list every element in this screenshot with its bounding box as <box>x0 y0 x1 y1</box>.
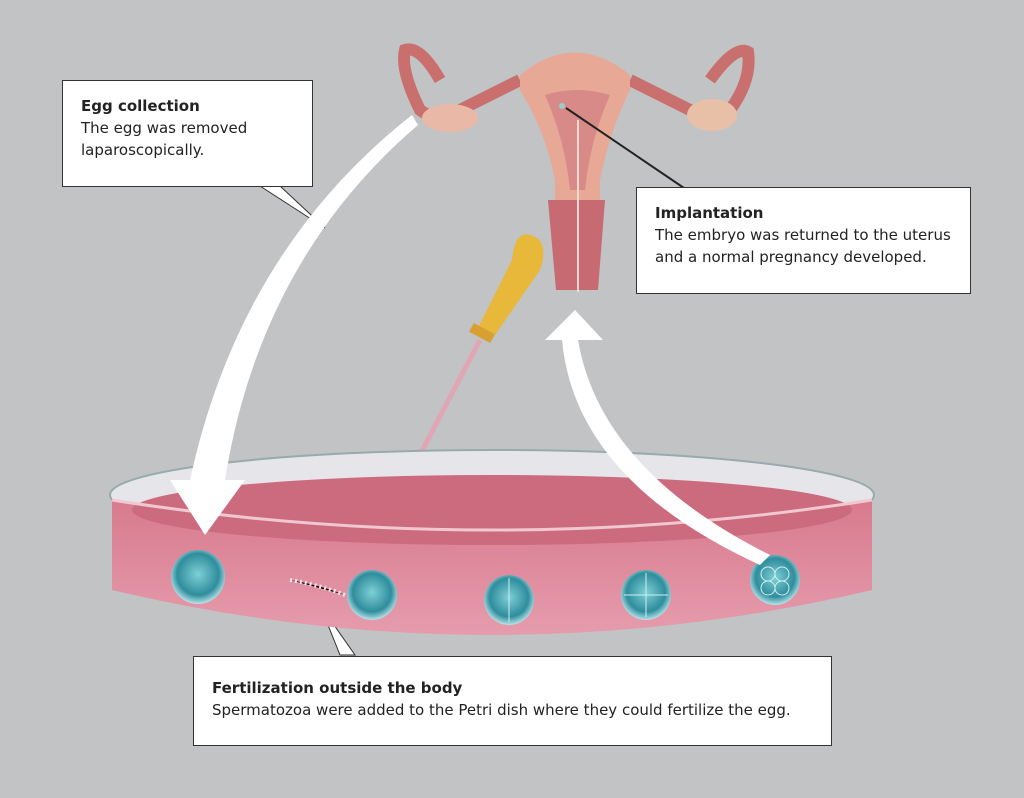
callout-text: The egg was removed laparoscopically. <box>81 119 248 159</box>
callout-title: Egg collection <box>81 97 200 115</box>
embryo-cells <box>171 550 800 625</box>
arrow-dish-to-uterus <box>545 310 770 565</box>
uterus-illustration <box>398 43 755 292</box>
callout-title: Implantation <box>655 204 764 222</box>
callout-implantation: Implantation The embryo was returned to … <box>636 187 971 294</box>
callout-text: Spermatozoa were added to the Petri dish… <box>212 701 791 719</box>
callout-text: The embryo was returned to the uterus an… <box>655 226 951 266</box>
callout-egg-collection: Egg collection The egg was removed lapar… <box>62 80 313 187</box>
callout-fertilization: Fertilization outside the body Spermatoz… <box>193 656 832 746</box>
arrow-egg-to-dish <box>170 115 418 535</box>
callout-title: Fertilization outside the body <box>212 679 463 697</box>
